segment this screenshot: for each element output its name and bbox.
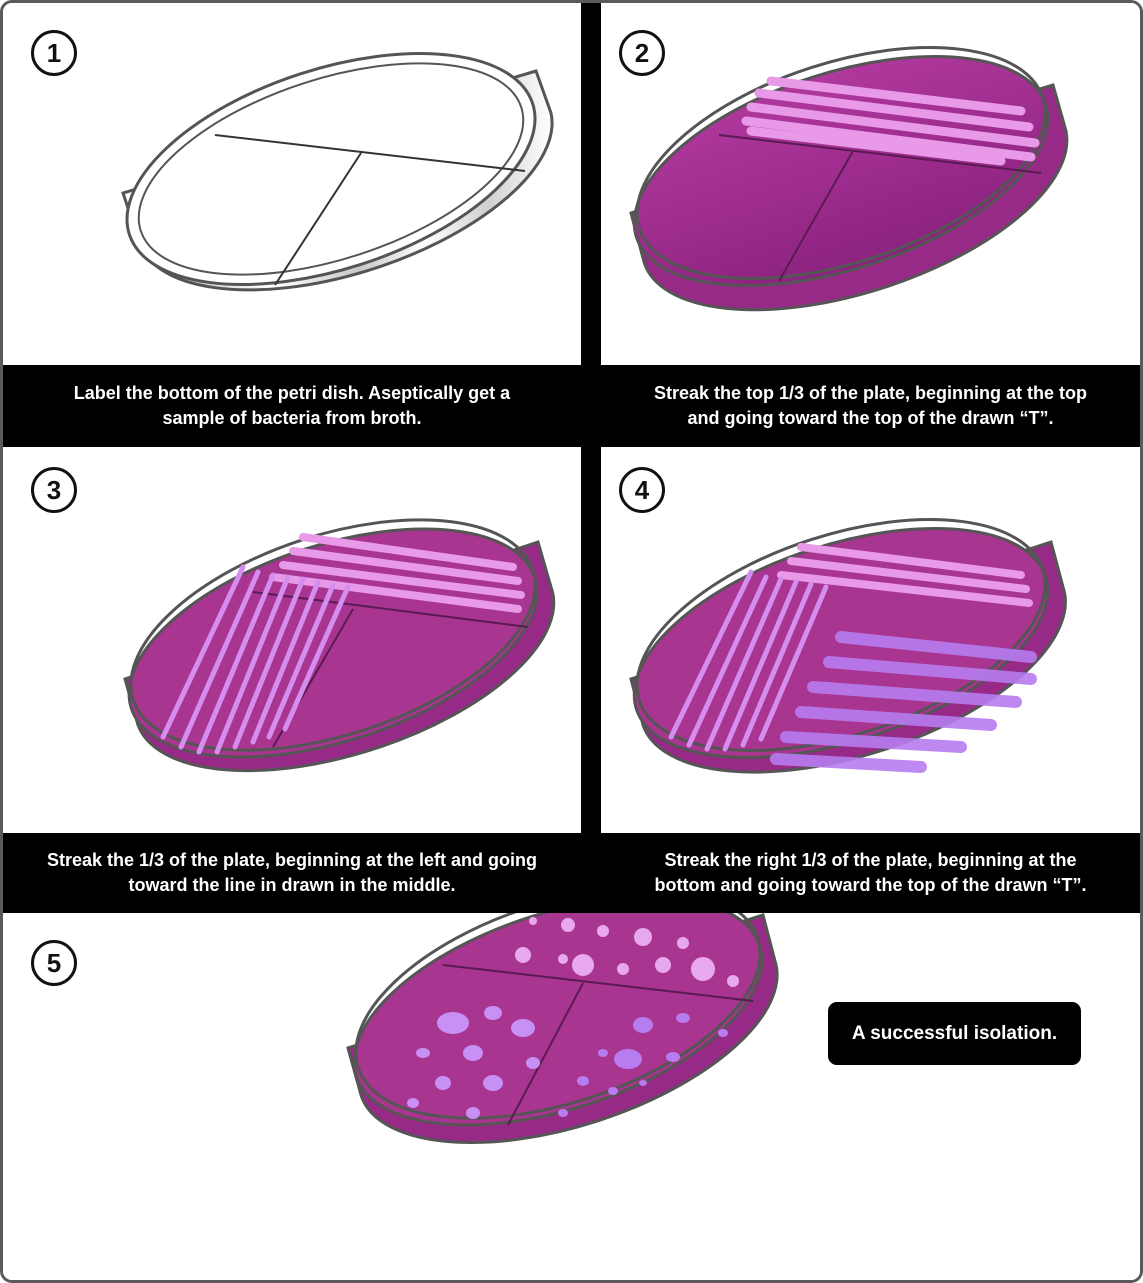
step-number-badge: 4 — [619, 467, 665, 513]
step-number-badge: 3 — [31, 467, 77, 513]
isolated-colonies-plate-illustration — [3, 913, 1140, 1280]
step-3-panel: 3 — [3, 447, 581, 833]
step-3-caption: Streak the 1/3 of the plate, beginning a… — [3, 833, 581, 913]
step-4-caption: Streak the right 1/3 of the plate, begin… — [601, 833, 1140, 913]
top-third-streaked-plate-illustration — [601, 3, 1140, 365]
step-number-badge: 1 — [31, 30, 77, 76]
step-number-badge: 2 — [619, 30, 665, 76]
step-4-panel: 4 — [601, 447, 1140, 833]
step-5-panel: 5 A successful isolation. — [3, 913, 1140, 1280]
step-2-panel: 2 — [601, 3, 1140, 365]
left-third-streaked-plate-illustration — [3, 447, 581, 833]
step-number-badge: 5 — [31, 940, 77, 986]
empty-petri-dish-illustration — [3, 3, 581, 365]
step-1-caption: Label the bottom of the petri dish. Asep… — [3, 365, 581, 447]
step-1-panel: 1 — [3, 3, 581, 365]
right-third-streaked-plate-illustration — [601, 447, 1140, 833]
caption-divider — [581, 833, 601, 913]
step-2-caption: Streak the top 1/3 of the plate, beginni… — [601, 365, 1140, 447]
result-callout: A successful isolation. — [828, 1002, 1081, 1065]
panel-divider — [581, 3, 601, 833]
